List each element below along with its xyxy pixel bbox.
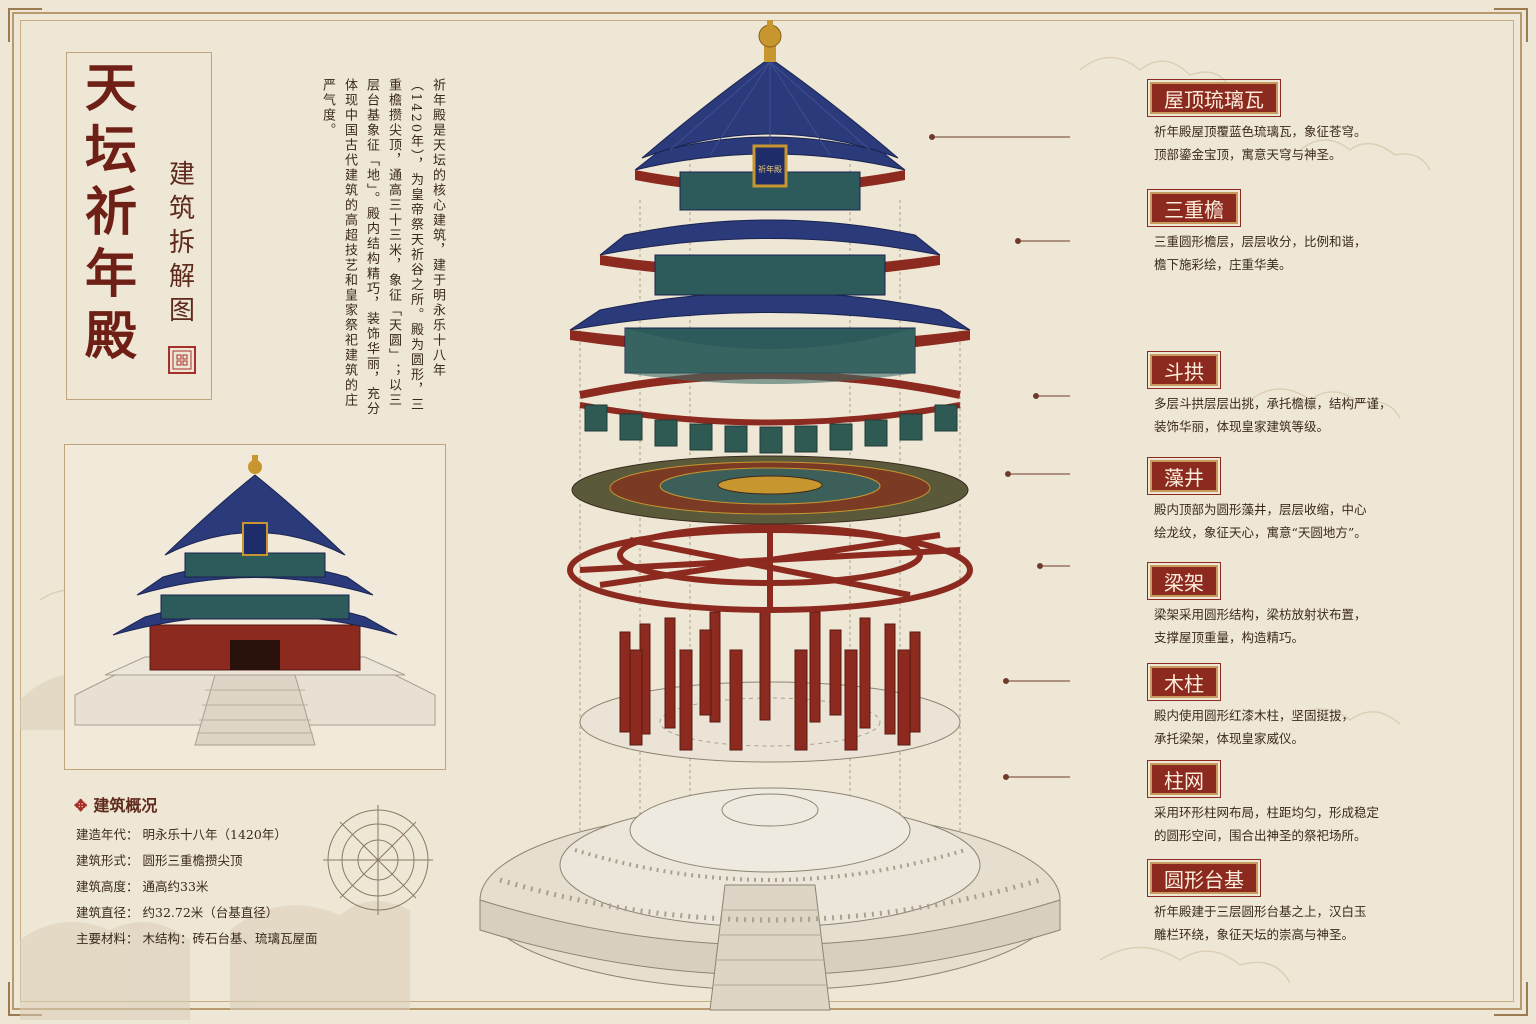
callout-label-terrace: 圆形台基 xyxy=(1147,859,1261,897)
overview-heading: ✥ 建筑概况 xyxy=(74,792,157,816)
callout-label-beams: 梁架 xyxy=(1147,562,1221,600)
overview-row: 建筑直径：约32.72米（台基直径） xyxy=(76,905,279,920)
overview-row: 主要材料：木结构：砖石台基、琉璃瓦屋面 xyxy=(76,931,318,946)
callout-label-triple-eaves: 三重檐 xyxy=(1147,189,1241,227)
plaque-text: 祈年殿 xyxy=(758,164,782,174)
circular-terrace xyxy=(479,787,1061,1011)
beam-frame xyxy=(567,524,973,613)
callout-desc: 多层斗拱层层出挑，承托檐檩，结构严谨，装饰华丽，体现皇家建筑等级。 xyxy=(1154,396,1392,434)
callout-desc: 殿内顶部为圆形藻井，层层收缩，中心绘龙纹，象征天心，寓意“天圆地方”。 xyxy=(1154,502,1367,540)
intro-text: 祈年殿是天坛的核心建筑，建于明永乐十八年（1420年），为皇帝祭天祈谷之所。殿为… xyxy=(320,78,445,417)
leader-lines xyxy=(929,134,1070,780)
page-subtitle: 建筑拆解图 xyxy=(168,160,195,326)
callout-desc: 殿内使用圆形红漆木柱，坚固挺拔，承托梁架，体现皇家威仪。 xyxy=(1154,708,1355,746)
callout-desc: 采用环形柱网布局，柱距均匀，形成稳定的圆形空间，围合出神圣的祭祀场所。 xyxy=(1154,805,1380,843)
title-panel xyxy=(66,52,212,400)
overview-row: 建筑形式：圆形三重檐攒尖顶 xyxy=(76,853,243,868)
callout-desc: 梁架采用圆形结构，梁枋放射状布置，支撑屋顶重量，构造精巧。 xyxy=(1154,607,1367,645)
corner-ornament xyxy=(1494,982,1528,1016)
hall-thumbnail xyxy=(64,444,446,770)
page-title: 天坛祈年殿 xyxy=(84,58,137,367)
hall-illustration xyxy=(74,455,436,746)
triple-eave-roof: 祈年殿 xyxy=(569,20,971,384)
callout-label-roof-tiles: 屋顶琉璃瓦 xyxy=(1147,79,1281,117)
dougong-brackets xyxy=(579,371,961,454)
overview-row: 建造年代：明永乐十八年（1420年） xyxy=(76,827,287,842)
callout-label-caisson: 藻井 xyxy=(1147,457,1221,495)
caisson-ceiling xyxy=(571,455,969,525)
floor-plan-sketch xyxy=(323,805,433,915)
callout-label-column-grid: 柱网 xyxy=(1147,760,1221,798)
overview-heading-text: 建筑概况 xyxy=(93,796,158,815)
callout-desc: 祈年殿屋顶覆蓝色琉璃瓦，象征苍穹。顶部鎏金宝顶，寓意天穹与神圣。 xyxy=(1154,124,1367,162)
callout-desc: 三重圆形檐层，层层收分，比例和谐，檐下施彩绘，庄重华美。 xyxy=(1154,234,1367,272)
callout-desc: 祈年殿建于三层圆形台基之上，汉白玉雕栏环绕，象征天坛的崇高与神圣。 xyxy=(1154,904,1367,942)
red-seal-stamp xyxy=(168,346,196,374)
callout-label-columns: 木柱 xyxy=(1147,663,1221,701)
exploded-diagram: 祈年殿 xyxy=(479,20,1070,1011)
corner-ornament xyxy=(8,8,42,42)
callout-label-dougong: 斗拱 xyxy=(1147,351,1221,389)
overview-row: 建筑高度：通高约33米 xyxy=(76,879,209,894)
corner-ornament xyxy=(1494,8,1528,42)
ornament-icon: ✥ xyxy=(74,796,88,815)
